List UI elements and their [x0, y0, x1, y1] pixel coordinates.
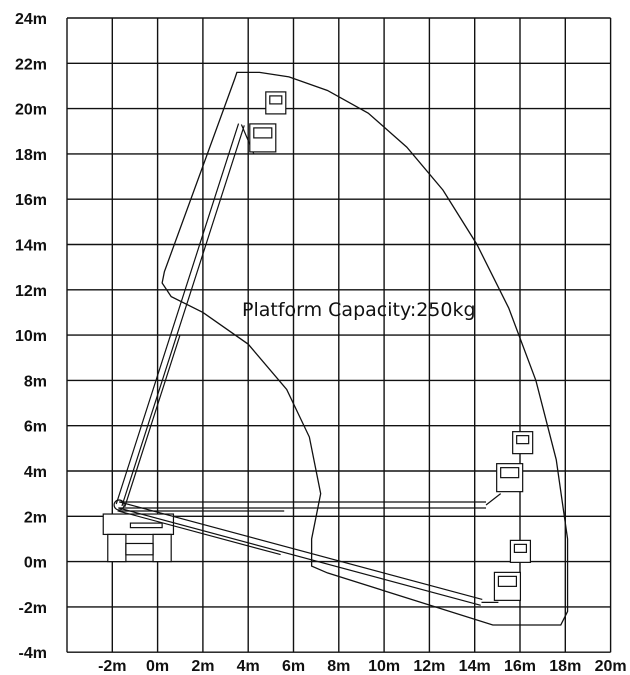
x-tick-label: 12m: [413, 658, 445, 675]
boom-cylinder: [117, 510, 281, 556]
wheel-left: [107, 533, 127, 563]
platform-rail-raised: [516, 435, 530, 445]
y-tick-label: 16m: [15, 192, 47, 209]
platform-rail: [500, 467, 520, 479]
chassis-panel: [129, 522, 163, 529]
y-tick-label: 20m: [15, 102, 47, 119]
boom-arm-edge: [118, 507, 481, 606]
chassis-axle: [125, 542, 154, 556]
platform-rail-raised: [513, 543, 528, 553]
x-tick-label: 18m: [549, 658, 581, 675]
platform-basket-raised: [509, 539, 532, 563]
y-tick-label: 6m: [24, 419, 47, 436]
x-tick-label: 2m: [191, 658, 214, 675]
y-tick-label: -4m: [19, 645, 47, 662]
x-axis-tick-labels: -2m 0m 2m 4m 6m 8m 10m 12m 14m 16m 18m 20m: [98, 658, 627, 675]
grid: [66, 17, 612, 653]
y-tick-label: 24m: [15, 11, 47, 28]
y-tick-label: 22m: [15, 56, 47, 73]
platform-rail: [497, 575, 518, 587]
x-tick-label: 8m: [327, 658, 350, 675]
x-tick-label: 0m: [146, 658, 169, 675]
chassis-body: [102, 513, 175, 536]
y-tick-label: 18m: [15, 147, 47, 164]
working-envelope-outline: [161, 71, 569, 626]
platform-capacity-annotation: Platform Capacity:250kg: [242, 299, 476, 321]
y-tick-label: 4m: [24, 464, 47, 481]
y-tick-label: 12m: [15, 283, 47, 300]
x-tick-label: -2m: [98, 658, 126, 675]
boom-cylinder: [124, 335, 181, 507]
y-tick-label: 2m: [24, 509, 47, 526]
platform-rail-raised: [269, 95, 283, 105]
y-axis-tick-labels: 24m 22m 20m 18m 16m 14m 12m 10m 8m 6m 4m 2m 0m -2m -4m: [15, 11, 47, 662]
x-tick-label: 20m: [595, 658, 627, 675]
y-tick-label: 0m: [24, 555, 47, 572]
y-tick-label: -2m: [19, 600, 47, 617]
x-tick-label: 4m: [237, 658, 260, 675]
x-tick-label: 6m: [282, 658, 305, 675]
x-tick-label: 16m: [504, 658, 536, 675]
boom-lift-machine: [102, 91, 534, 606]
boom-arm-edge: [121, 125, 245, 507]
y-tick-label: 14m: [15, 238, 47, 255]
x-tick-label: 10m: [368, 658, 400, 675]
platform-rail: [253, 127, 273, 139]
platform-basket-raised: [265, 91, 287, 115]
platform-basket-raised: [512, 431, 534, 455]
boom-arm-edge: [119, 501, 483, 601]
jib-arm: [485, 493, 502, 506]
y-tick-label: 8m: [24, 373, 47, 390]
wheel-right: [152, 533, 172, 563]
x-tick-label: 14m: [459, 658, 491, 675]
y-tick-label: 10m: [15, 328, 47, 345]
boom-arm-edge: [115, 123, 240, 505]
